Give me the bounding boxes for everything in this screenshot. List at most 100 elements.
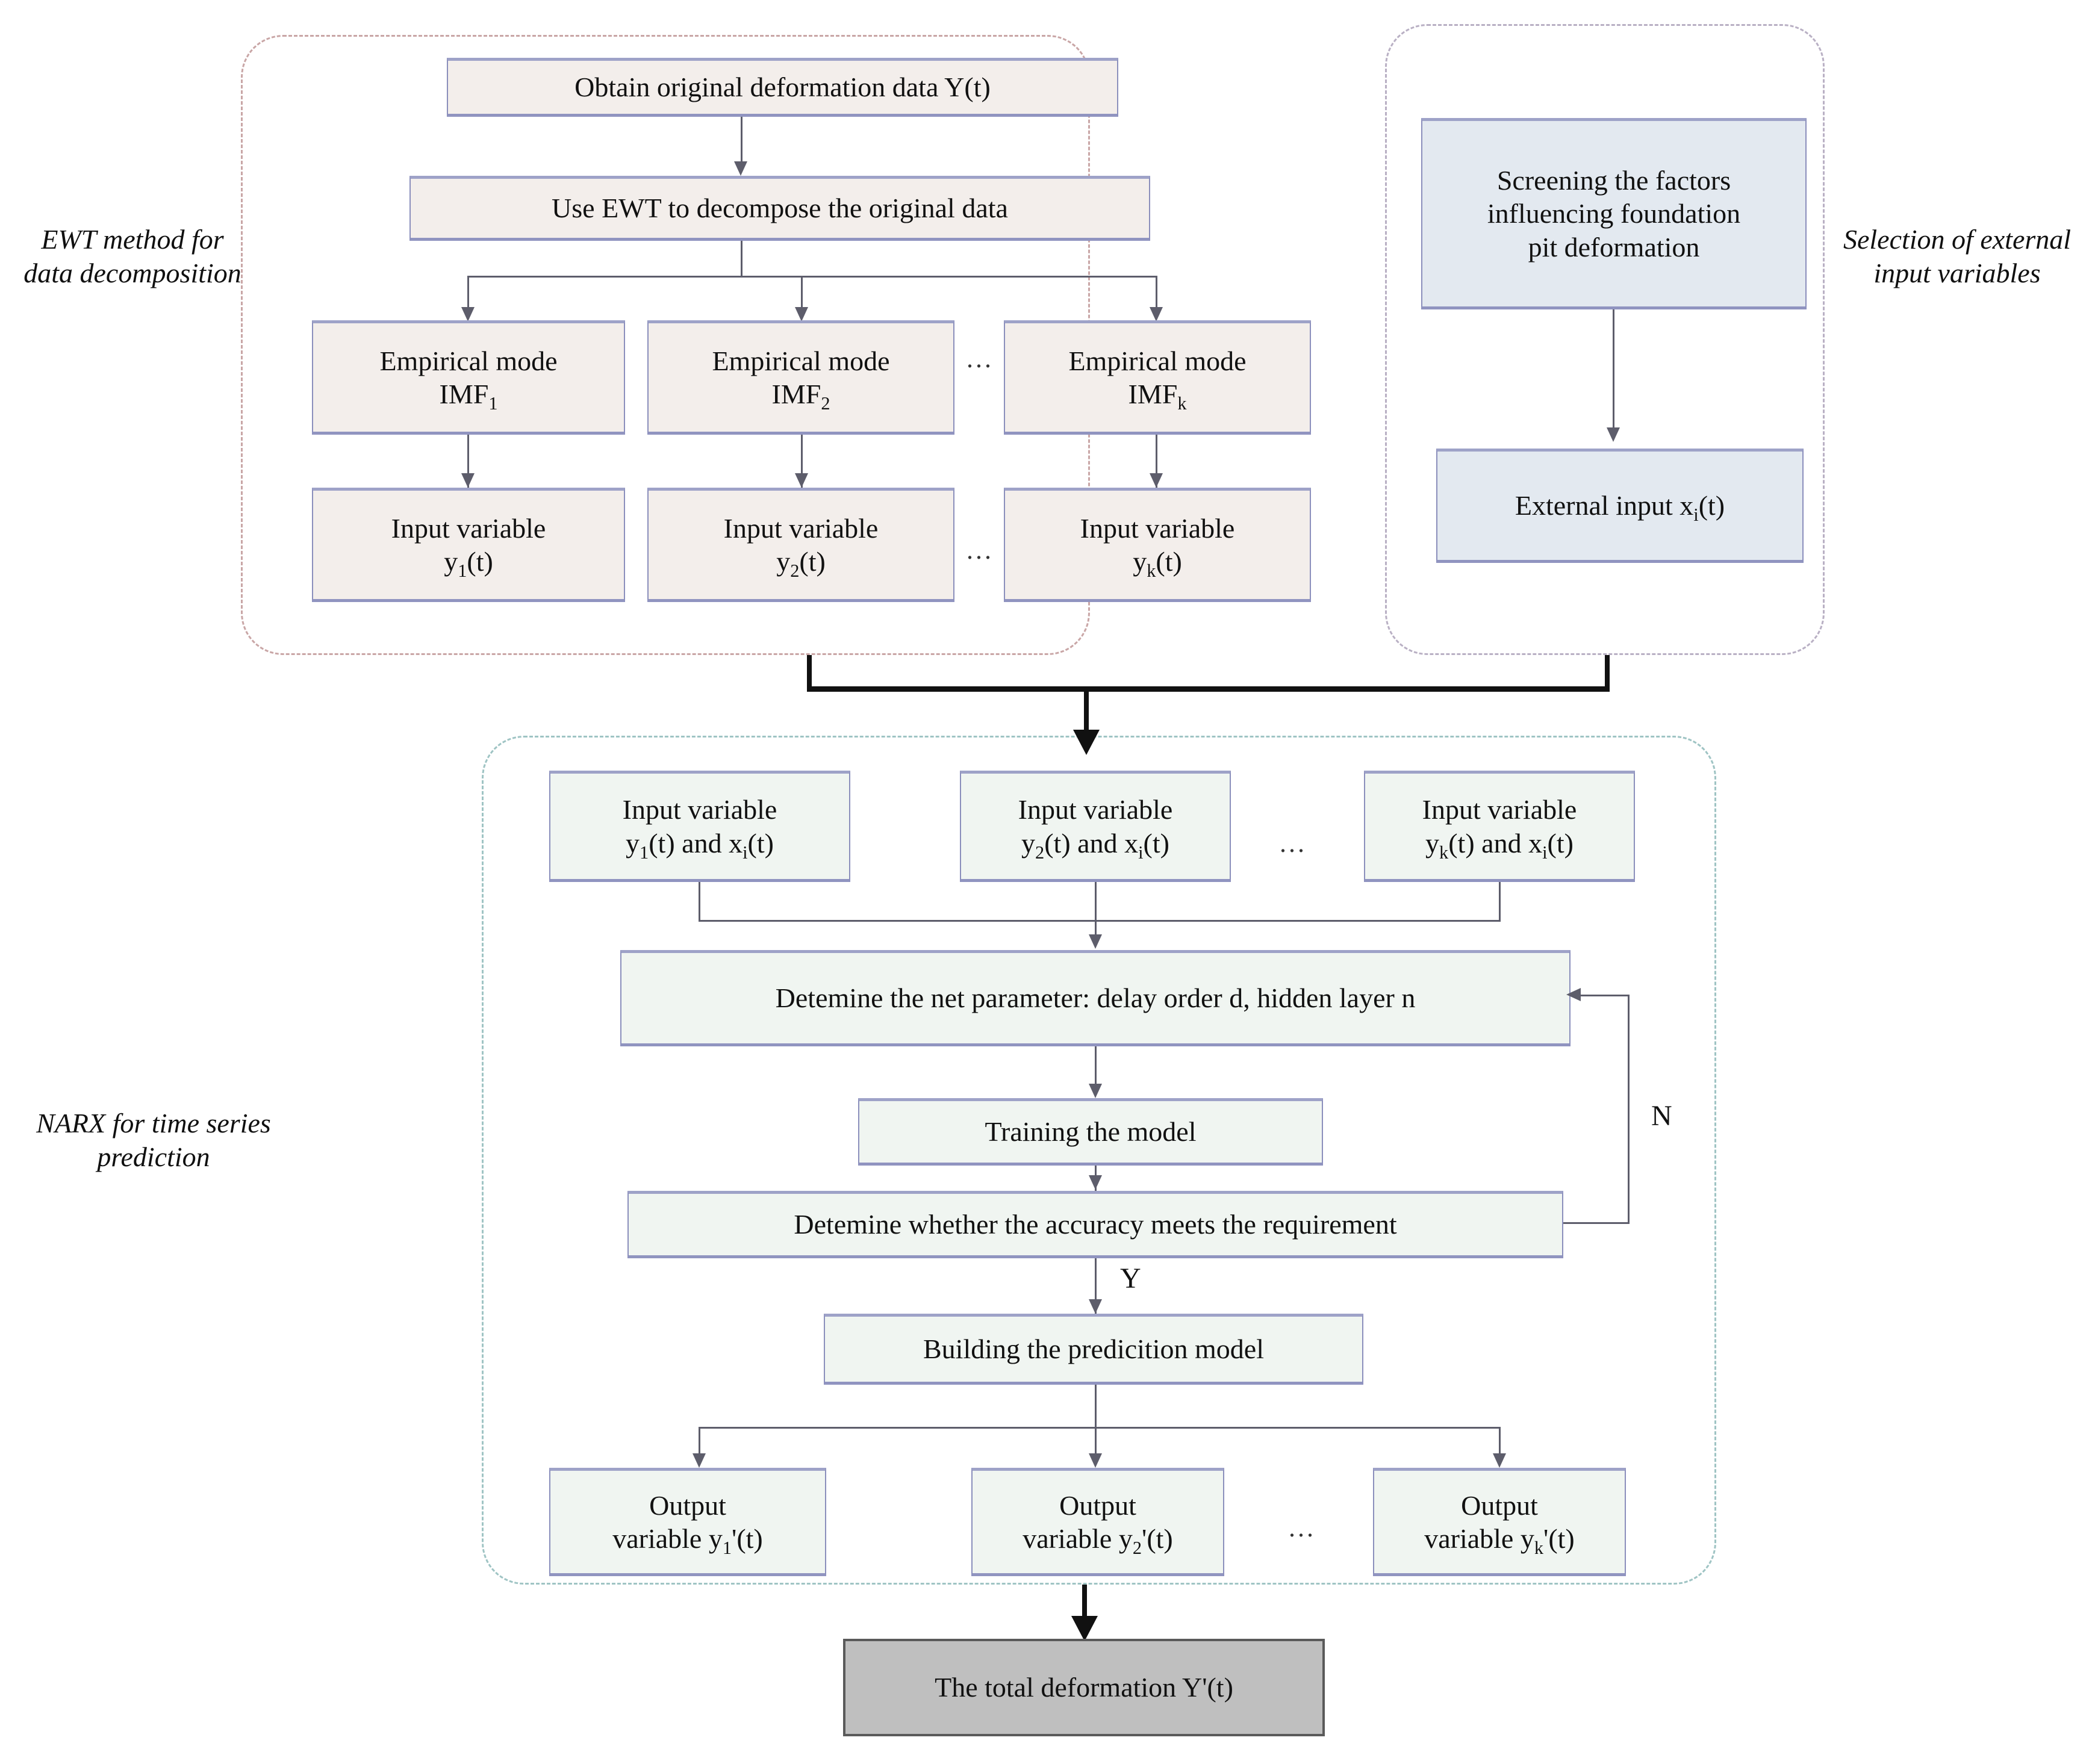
connector-feedback-out: [1563, 1222, 1630, 1224]
box-output-variable-y2-line2: variable y2'(t): [1023, 1523, 1173, 1559]
box-empirical-mode-imfk[interactable]: Empirical mode IMFk: [1004, 320, 1311, 435]
box-empirical-mode-imf2[interactable]: Empirical mode IMF2: [647, 320, 954, 435]
box-total-deformation-result[interactable]: The total deformation Y'(t): [843, 1639, 1325, 1736]
connector-build-stem: [1095, 1385, 1097, 1428]
box-training-the-model[interactable]: Training the model: [858, 1098, 1323, 1166]
arrowhead-netparam-to-training: [1089, 1084, 1102, 1098]
box-input-variable-y2[interactable]: Input variable y2(t): [647, 488, 954, 602]
box-input-variable-yk-line2: yk(t): [1133, 546, 1182, 582]
box-narx-input-y2-xi-line2: y2(t) and xi(t): [1021, 827, 1169, 863]
connector-narx-to-result: [1082, 1585, 1087, 1626]
arrowhead-imf1-to-input1: [461, 473, 475, 488]
box-output-variable-yk[interactable]: Output variable yk'(t): [1373, 1468, 1626, 1576]
arrowhead-build-b2: [1089, 1453, 1102, 1468]
box-screening-factors-line1: Screening the factors: [1496, 165, 1731, 196]
box-narx-input-yk-xi[interactable]: Input variable yk(t) and xi(t): [1364, 771, 1635, 882]
box-use-ewt-decompose-label: Use EWT to decompose the original data: [552, 193, 1008, 224]
box-building-prediction-model[interactable]: Building the predicition model: [824, 1314, 1363, 1385]
box-narx-input-y2-xi[interactable]: Input variable y2(t) and xi(t): [960, 771, 1231, 882]
ellipsis-narx-outputs: ...: [1289, 1513, 1316, 1542]
box-narx-input-y1-xi[interactable]: Input variable y1(t) and xi(t): [549, 771, 850, 882]
connector-decompose-b1: [467, 276, 469, 312]
bridge-left-drop: [807, 655, 812, 691]
box-determine-net-parameter[interactable]: Detemine the net parameter: delay order …: [620, 950, 1571, 1046]
ellipsis-narx-inputs: ...: [1280, 828, 1307, 858]
connector-build-bus: [699, 1427, 1501, 1429]
connector-build-b1: [699, 1427, 700, 1463]
connector-decompose-bus: [467, 276, 1157, 278]
arrowhead-decompose-b2: [795, 307, 808, 321]
connector-netparam-to-training: [1095, 1046, 1097, 1089]
arrowhead-decompose-b1: [461, 307, 475, 321]
box-narx-input-y2-xi-line1: Input variable: [1018, 794, 1173, 825]
box-determine-accuracy[interactable]: Detemine whether the accuracy meets the …: [627, 1191, 1563, 1258]
connector-feedback-in: [1581, 995, 1629, 996]
connector-imf2-to-input2: [801, 435, 803, 502]
box-obtain-original-data[interactable]: Obtain original deformation data Y(t): [447, 58, 1118, 117]
box-output-variable-yk-line1: Output: [1461, 1489, 1538, 1521]
arrowhead-imf2-to-input2: [795, 473, 808, 488]
box-building-prediction-model-label: Building the predicition model: [923, 1334, 1264, 1365]
box-output-variable-y1[interactable]: Output variable y1'(t): [549, 1468, 826, 1576]
box-input-variable-yk-line1: Input variable: [1080, 512, 1235, 544]
box-input-variable-yk[interactable]: Input variable yk(t): [1004, 488, 1311, 602]
box-obtain-original-data-label: Obtain original deformation data Y(t): [574, 72, 991, 103]
connector-screening-to-external: [1613, 309, 1614, 436]
arrowhead-bridge-to-narx: [1073, 730, 1100, 755]
box-narx-input-yk-xi-line2: yk(t) and xi(t): [1425, 827, 1574, 863]
box-determine-accuracy-label: Detemine whether the accuracy meets the …: [794, 1209, 1397, 1240]
panel-external-input: [1385, 24, 1825, 655]
box-screening-factors-line3: pit deformation: [1528, 231, 1700, 262]
arrowhead-accuracy-to-build: [1089, 1299, 1102, 1314]
connector-decompose-b3: [1156, 276, 1157, 312]
box-determine-net-parameter-label: Detemine the net parameter: delay order …: [775, 983, 1416, 1014]
box-empirical-mode-imf1[interactable]: Empirical mode IMF1: [312, 320, 625, 435]
connector-feedback-up: [1628, 995, 1630, 1223]
box-screening-factors[interactable]: Screening the factors influencing founda…: [1421, 118, 1807, 309]
box-output-variable-y2[interactable]: Output variable y2'(t): [971, 1468, 1224, 1576]
arrowhead-decompose-b3: [1150, 307, 1163, 321]
box-input-variable-y1-line2: y1(t): [444, 546, 493, 582]
box-empirical-mode-imfk-line1: Empirical mode: [1068, 345, 1247, 376]
branch-label-no: N: [1651, 1100, 1672, 1132]
box-empirical-mode-imfk-line2: IMFk: [1128, 379, 1187, 414]
box-output-variable-y1-line2: variable y1'(t): [612, 1523, 763, 1559]
box-input-variable-y1-line1: Input variable: [391, 512, 546, 544]
connector-narx-in1-drop: [699, 882, 700, 921]
bridge-stem: [1084, 686, 1089, 739]
connector-narx-in2-drop: [1095, 882, 1097, 921]
arrowhead-screening-to-external: [1607, 427, 1620, 442]
connector-narx-in-stem: [1095, 920, 1097, 946]
arrowhead-training-to-accuracy: [1089, 1175, 1102, 1190]
caption-external-input: Selection of external input variables: [1843, 224, 2072, 289]
connector-decompose-b2: [801, 276, 803, 312]
connector-build-b2: [1095, 1427, 1097, 1463]
caption-ewt-method: EWT method for data decomposition: [23, 224, 241, 289]
connector-obtain-to-decompose: [741, 117, 742, 166]
box-narx-input-yk-xi-line1: Input variable: [1422, 794, 1577, 825]
box-empirical-mode-imf1-line2: IMF1: [439, 379, 498, 414]
ellipsis-modes: ...: [967, 344, 994, 373]
connector-narx-in3-drop: [1499, 882, 1501, 921]
box-empirical-mode-imf2-line2: IMF2: [771, 379, 830, 414]
connector-decompose-stem: [741, 241, 742, 277]
arrowhead-obtain-to-decompose: [734, 161, 747, 176]
branch-label-yes: Y: [1120, 1262, 1141, 1294]
box-use-ewt-decompose[interactable]: Use EWT to decompose the original data: [409, 176, 1150, 241]
box-input-variable-y2-line1: Input variable: [723, 512, 879, 544]
connector-imfk-to-inputk: [1156, 435, 1157, 502]
box-output-variable-y1-line1: Output: [649, 1489, 726, 1521]
ellipsis-inputs: ...: [967, 535, 994, 565]
arrowhead-imfk-to-inputk: [1150, 473, 1163, 488]
bridge-bus: [807, 686, 1610, 692]
arrowhead-feedback-to-netparam: [1566, 988, 1581, 1001]
connector-accuracy-to-build: [1095, 1258, 1097, 1314]
box-external-input-xi[interactable]: External input xi(t): [1436, 449, 1804, 563]
box-training-the-model-label: Training the model: [985, 1116, 1197, 1148]
box-input-variable-y2-line2: y2(t): [776, 546, 826, 582]
box-input-variable-y1[interactable]: Input variable y1(t): [312, 488, 625, 602]
box-empirical-mode-imf1-line1: Empirical mode: [379, 345, 558, 376]
caption-narx-prediction: NARX for time series prediction: [36, 1108, 271, 1173]
box-output-variable-yk-line2: variable yk'(t): [1424, 1523, 1575, 1559]
